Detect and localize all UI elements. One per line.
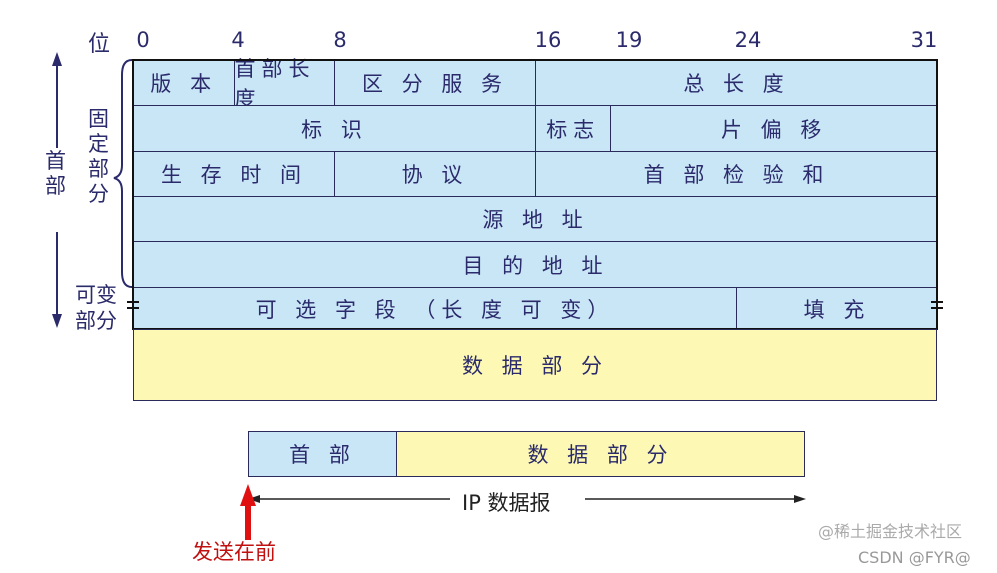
bit-tick-24: 24	[734, 28, 762, 52]
bit-tick-31: 31	[910, 28, 938, 52]
header-field: 标志	[535, 105, 612, 152]
watermark-2: CSDN @FYR@	[858, 548, 971, 567]
bit-label: 位	[88, 32, 111, 57]
datagram-span-arrow	[248, 495, 806, 503]
watermark-1: @稀土掘金技术社区	[818, 522, 963, 541]
header-field: 源 地 址	[133, 196, 938, 242]
header-field: 总 长 度	[535, 59, 938, 106]
header-field: 首部长度	[233, 57, 335, 111]
fixed-part-label: 固定部分	[88, 107, 109, 206]
bit-tick-8: 8	[333, 28, 347, 52]
header-field: 可 选 字 段 （长 度 可 变）	[133, 287, 737, 330]
break-mark-left	[127, 301, 139, 303]
datagram-data: 数 据 部 分	[396, 431, 805, 477]
bit-tick-19: 19	[615, 28, 643, 52]
header-label: 首部	[45, 149, 66, 198]
side-annotations	[52, 52, 133, 328]
send-first-label: 发送在前	[192, 540, 276, 564]
header-span-arrow	[52, 52, 62, 328]
variable-label-2: 部分	[75, 309, 117, 333]
red-arrow-icon	[240, 484, 256, 540]
variable-label-1: 可变	[75, 283, 117, 307]
header-field: 协 议	[334, 151, 536, 197]
header-field: 目 的 地 址	[133, 241, 938, 288]
header-field: 首 部 检 验 和	[535, 151, 938, 197]
datagram-header: 首 部	[248, 431, 397, 477]
data-part: 数 据 部 分	[133, 329, 937, 401]
header-field: 生 存 时 间	[133, 151, 335, 197]
datagram-label: IP 数据报	[462, 491, 551, 515]
header-field: 版 本	[133, 59, 235, 106]
break-mark-right	[931, 301, 943, 303]
bit-tick-0: 0	[136, 28, 150, 52]
bit-tick-16: 16	[534, 28, 562, 52]
header-field: 区 分 服 务	[334, 59, 536, 106]
bit-tick-4: 4	[231, 28, 245, 52]
header-field: 标 识	[133, 105, 536, 152]
header-field: 填 充	[736, 287, 938, 330]
fixed-brace	[113, 59, 133, 288]
header-field: 片 偏 移	[610, 105, 938, 152]
